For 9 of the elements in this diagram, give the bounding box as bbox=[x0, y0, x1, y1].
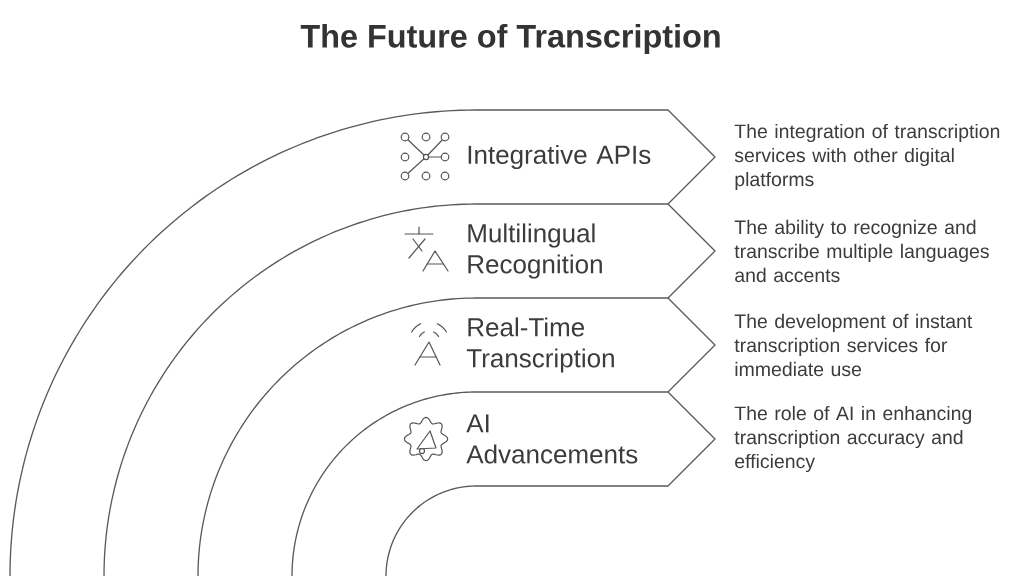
description-text: The development of instant transcription services for immediate use bbox=[734, 313, 973, 377]
title: The Future of Transcription bbox=[300, 23, 720, 55]
chevron-band: Real-Time Transcription bbox=[395, 297, 716, 393]
chevron-band: AI Advancements bbox=[385, 391, 716, 576]
chevron-band: Multilingual Recognition bbox=[395, 203, 716, 299]
description-text: The ability to recognize and transcribe multiple languages and accents bbox=[734, 219, 989, 283]
chevron-band: Integrative APIs bbox=[395, 109, 716, 205]
description-text: The role of AI in enhancing transcription accuracy and efficiency bbox=[734, 405, 972, 473]
description-text: The integration of transcription services with other digital platforms bbox=[734, 123, 1000, 191]
